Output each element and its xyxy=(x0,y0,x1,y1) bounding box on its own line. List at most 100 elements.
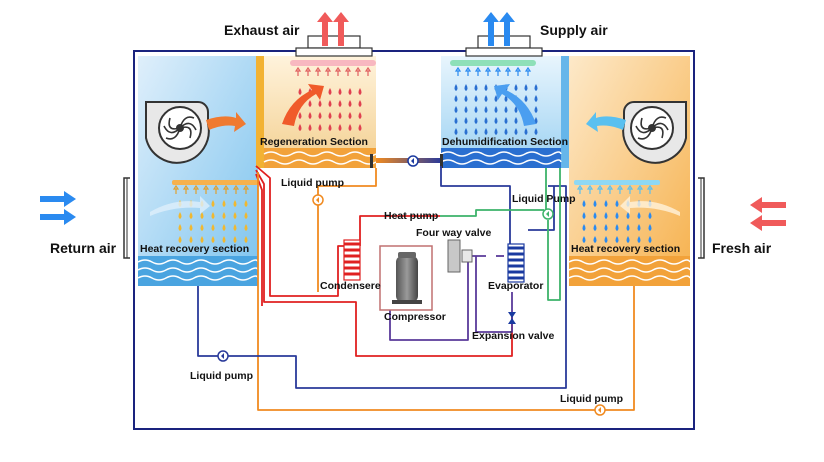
droplet-icon xyxy=(454,117,458,124)
droplet-icon xyxy=(593,224,597,231)
droplet-icon xyxy=(604,200,608,207)
valve-icon-expansion xyxy=(508,312,516,324)
arrow-icon-dehum xyxy=(494,84,536,126)
blue-pipe-3 xyxy=(440,166,511,246)
droplet-icon xyxy=(646,184,654,194)
droplet-icon xyxy=(593,200,597,207)
droplet-icon xyxy=(308,100,312,107)
droplet-icon xyxy=(464,84,468,91)
droplet-icon xyxy=(233,212,237,219)
droplet-icon xyxy=(636,184,644,194)
droplet-icon xyxy=(338,88,342,95)
green-pipe-2 xyxy=(547,168,561,301)
droplet-icon xyxy=(586,184,594,194)
droplet-icon xyxy=(298,88,302,95)
droplet-icon xyxy=(524,84,528,91)
droplet-icon xyxy=(200,212,204,219)
droplet-icon xyxy=(348,124,352,131)
droplet-icon xyxy=(222,224,226,231)
heat-recovery-left-label: Heat recovery section xyxy=(140,243,250,255)
orange-pipe-3 xyxy=(604,286,635,411)
liquid-pump-bottom-right-label: Liquid pump xyxy=(560,393,623,405)
droplet-icon xyxy=(637,224,641,231)
droplet-icon xyxy=(514,66,522,76)
droplet-icon xyxy=(212,184,220,194)
pump-icon-bottom-right xyxy=(594,404,606,416)
droplet-icon xyxy=(358,112,362,119)
droplet-icon xyxy=(328,88,332,95)
spray-bar-right xyxy=(574,180,660,185)
droplet-icon xyxy=(474,106,478,113)
droplet-icon xyxy=(504,128,508,135)
droplet-icon xyxy=(178,236,182,243)
droplet-icon xyxy=(328,100,332,107)
droplet-icon xyxy=(474,128,478,135)
pump-icon-top-right xyxy=(542,208,554,220)
arrow-icon-return-1 xyxy=(40,191,76,207)
droplet-icon xyxy=(524,128,528,135)
droplet-icon xyxy=(314,66,322,76)
droplet-icon xyxy=(514,128,518,135)
droplet-icon xyxy=(334,66,342,76)
droplet-icon xyxy=(534,128,538,135)
droplet-icon xyxy=(189,236,193,243)
droplet-icon xyxy=(604,224,608,231)
droplet-icon xyxy=(582,212,586,219)
droplet-icon xyxy=(354,66,362,76)
droplet-icon xyxy=(524,66,532,76)
droplet-icon xyxy=(454,128,458,135)
liquid-pump-top-right-label: Liquid Pump xyxy=(512,193,576,205)
droplet-icon xyxy=(338,124,342,131)
compressor-icon xyxy=(379,245,433,311)
droplet-icon xyxy=(358,100,362,107)
droplet-icon xyxy=(484,106,488,113)
droplet-icon xyxy=(494,117,498,124)
regeneration-section-label: Regeneration Section xyxy=(260,136,368,148)
blue-pipe-1 xyxy=(197,286,218,357)
droplet-icon xyxy=(604,212,608,219)
droplet-icon xyxy=(348,100,352,107)
droplet-icon xyxy=(504,117,508,124)
pump-icon-center xyxy=(407,155,419,167)
droplet-icon xyxy=(514,84,518,91)
arrow-icon-fresh-2 xyxy=(750,215,786,231)
droplet-icon xyxy=(338,100,342,107)
coil-icon-evaporator xyxy=(507,243,525,283)
droplet-icon xyxy=(484,117,488,124)
droplet-icon xyxy=(484,84,488,91)
droplet-icon xyxy=(504,106,508,113)
return-air-label: Return air xyxy=(50,240,117,256)
droplet-icon xyxy=(484,66,492,76)
purple-pipe-1 xyxy=(389,255,486,341)
condenser-label: Condensere xyxy=(320,280,381,292)
droplet-icon xyxy=(211,200,215,207)
arrow-icon-fan-right xyxy=(586,112,626,132)
droplet-icon xyxy=(648,224,652,231)
pump-icon-top-left xyxy=(312,194,324,206)
droplet-icon xyxy=(244,236,248,243)
orange-pipe-1 xyxy=(317,168,377,292)
arrow-icon-return-2 xyxy=(40,209,76,225)
droplet-icon xyxy=(494,95,498,102)
supply-duct xyxy=(465,12,543,57)
supply-air-label: Supply air xyxy=(540,22,608,38)
red-pipe-1 xyxy=(255,165,352,297)
heat-pump-label: Heat pump xyxy=(384,210,439,222)
droplet-icon xyxy=(298,124,302,131)
droplet-icon xyxy=(582,200,586,207)
droplet-icon xyxy=(348,112,352,119)
water-waves-regen xyxy=(263,148,377,168)
droplet-icon xyxy=(358,124,362,131)
housing-frame xyxy=(133,50,695,430)
droplet-icon xyxy=(222,200,226,207)
arrow-icon-supply-2 xyxy=(499,12,515,46)
droplet-icon xyxy=(344,66,352,76)
droplet-icon xyxy=(648,212,652,219)
droplet-icon xyxy=(324,66,332,76)
pump-icon-bottom-left xyxy=(217,350,229,362)
droplet-icon xyxy=(504,66,512,76)
droplet-icon xyxy=(454,95,458,102)
droplet-icon xyxy=(626,236,630,243)
droplet-icon xyxy=(454,106,458,113)
droplet-icon xyxy=(202,184,210,194)
